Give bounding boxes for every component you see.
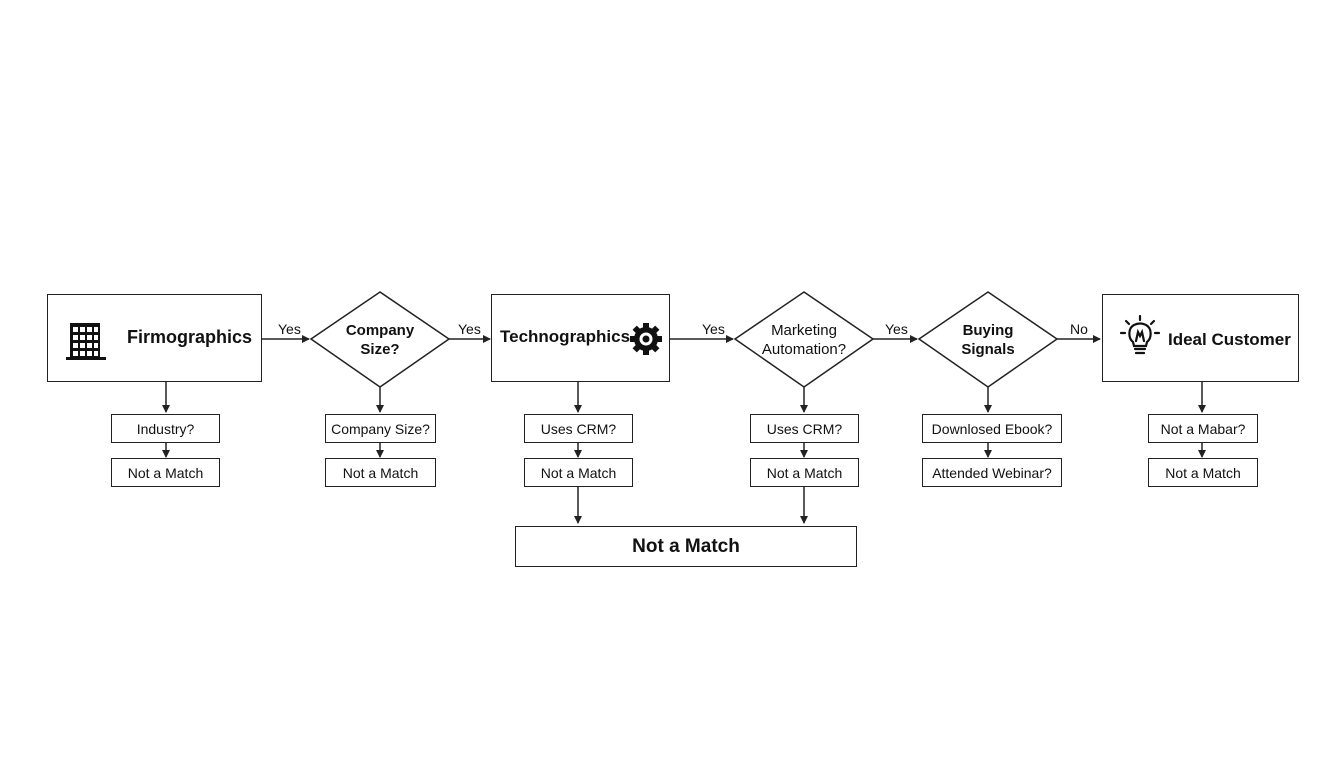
- attended-webinar-question-box: Attended Webinar?: [922, 458, 1062, 487]
- not-a-match-box: Not a Match: [1148, 458, 1258, 487]
- ideal-customer-box: Ideal Customer: [1102, 294, 1299, 382]
- not-a-match-box: Not a Match: [750, 458, 859, 487]
- downloaded-ebook-question-label: Downlosed Ebook?: [931, 420, 1053, 437]
- final-not-a-match-box: Not a Match: [515, 526, 857, 567]
- company-size-question-box: Company Size?: [325, 414, 436, 443]
- not-a-match-label: Not a Match: [766, 464, 843, 481]
- industry-question-label: Industry?: [136, 420, 195, 437]
- ideal-customer-title: Ideal Customer: [1168, 330, 1291, 349]
- not-a-match-label: Not a Match: [1165, 464, 1241, 481]
- marketing-automation-label: Marketing Automation?: [761, 322, 847, 358]
- not-a-mabar-question-label: Not a Mabar?: [1160, 420, 1246, 437]
- lightbulb-icon: [1119, 315, 1161, 355]
- firmographics-box: Firmographics: [47, 294, 262, 382]
- uses-crm-question-label: Uses CRM?: [766, 420, 843, 437]
- not-a-match-label: Not a Match: [540, 464, 617, 481]
- gear-icon: [630, 323, 662, 355]
- technographics-title: Technographics: [500, 327, 631, 346]
- building-icon: [66, 323, 106, 360]
- uses-crm-question-box: Uses CRM?: [750, 414, 859, 443]
- downloaded-ebook-question-box: Downlosed Ebook?: [922, 414, 1062, 443]
- edge-label-yes: Yes: [702, 321, 725, 337]
- not-a-match-box: Not a Match: [111, 458, 220, 487]
- not-a-match-box: Not a Match: [524, 458, 633, 487]
- final-not-a-match-label: Not a Match: [632, 535, 740, 557]
- technographics-box: Technographics: [491, 294, 670, 382]
- company-size-question-label: Company Size?: [331, 420, 430, 437]
- not-a-mabar-question-box: Not a Mabar?: [1148, 414, 1258, 443]
- uses-crm-question-label: Uses CRM?: [540, 420, 617, 437]
- company-size-label: Company Size?: [345, 322, 415, 358]
- not-a-match-label: Not a Match: [127, 464, 204, 481]
- edge-label-yes: Yes: [885, 321, 908, 337]
- firmographics-title: Firmographics: [127, 327, 253, 347]
- attended-webinar-question-label: Attended Webinar?: [932, 464, 1052, 481]
- buying-signals-label: Buying Signals: [961, 322, 1015, 358]
- industry-question-box: Industry?: [111, 414, 220, 443]
- not-a-match-label: Not a Match: [342, 464, 419, 481]
- edge-label-yes: Yes: [458, 321, 481, 337]
- edge-label-yes: Yes: [278, 321, 301, 337]
- uses-crm-question-box: Uses CRM?: [524, 414, 633, 443]
- not-a-match-box: Not a Match: [325, 458, 436, 487]
- edge-label-no: No: [1070, 321, 1088, 337]
